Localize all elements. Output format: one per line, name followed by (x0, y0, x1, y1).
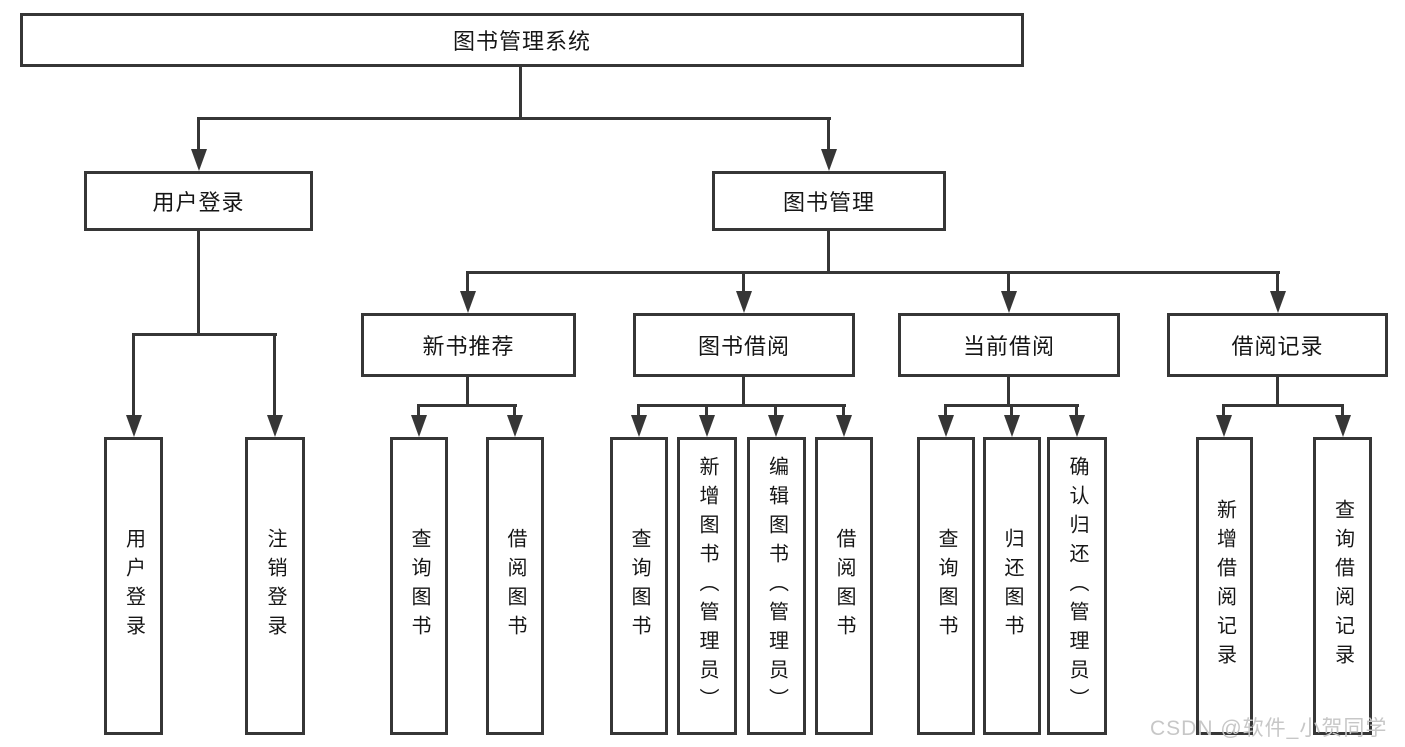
connector-line (1276, 271, 1279, 293)
leaf-borrow-books: 借阅图书 (815, 437, 873, 735)
connector-line (827, 231, 830, 273)
leaf-confirm-return-admin: 确认归还（管理员） (1047, 437, 1107, 735)
connector-line (637, 404, 640, 416)
node-label: 借阅图书 (833, 528, 855, 644)
node-label: 图书借阅 (697, 334, 790, 359)
node-label: 借阅图书 (504, 528, 526, 644)
node-label: 归还图书 (1001, 528, 1023, 644)
connector-line (637, 404, 846, 407)
node-group-borrow-records: 借阅记录 (1167, 313, 1388, 377)
arrow-down-icon (1069, 415, 1085, 437)
connector-line (273, 333, 276, 415)
connector-line (466, 377, 469, 406)
node-label: 确认归还（管理员） (1066, 455, 1088, 717)
node-label: 查询借阅记录 (1331, 499, 1354, 673)
connector-line (1010, 404, 1013, 416)
arrow-down-icon (736, 291, 752, 313)
connector-line (1007, 377, 1010, 406)
arrow-down-icon (768, 415, 784, 437)
connector-line (467, 271, 1280, 274)
connector-line (1007, 271, 1010, 293)
connector-line (827, 117, 830, 149)
connector-line (742, 271, 745, 293)
arrow-down-icon (631, 415, 647, 437)
connector-line (1223, 404, 1344, 407)
leaf-user-login: 用户登录 (104, 437, 163, 735)
node-label: 用户登录 (152, 190, 245, 215)
leaf-query-borrow-record: 查询借阅记录 (1313, 437, 1372, 735)
node-label: 新增图书（管理员） (696, 455, 718, 717)
connector-line (1276, 377, 1279, 406)
node-label: 编辑图书（管理员） (765, 455, 788, 717)
leaf-query-books: 查询图书 (390, 437, 448, 735)
node-label: 注销登录 (264, 528, 286, 644)
node-library-system: 图书管理系统 (20, 13, 1024, 67)
node-label: 查询图书 (408, 528, 430, 644)
connector-line (1341, 404, 1344, 416)
connector-line (705, 404, 708, 416)
connector-line (466, 271, 469, 293)
arrow-down-icon (836, 415, 852, 437)
arrow-down-icon (191, 149, 207, 171)
node-label: 图书管理系统 (452, 29, 591, 54)
connector-line (197, 117, 831, 120)
node-branch-user-login: 用户登录 (84, 171, 313, 231)
arrow-down-icon (1216, 415, 1232, 437)
connector-line (1075, 404, 1078, 416)
leaf-logout: 注销登录 (245, 437, 305, 735)
arrow-down-icon (1270, 291, 1286, 313)
arrow-down-icon (267, 415, 283, 437)
arrow-down-icon (1001, 291, 1017, 313)
node-label: 借阅记录 (1231, 334, 1324, 359)
connector-line (774, 404, 777, 416)
arrow-down-icon (460, 291, 476, 313)
connector-line (519, 67, 522, 118)
arrow-down-icon (126, 415, 142, 437)
leaf-query-books: 查询图书 (917, 437, 975, 735)
arrow-down-icon (938, 415, 954, 437)
arrow-down-icon (411, 415, 427, 437)
connector-line (742, 377, 745, 406)
node-label: 查询图书 (935, 528, 957, 644)
leaf-add-book-admin: 新增图书（管理员） (677, 437, 737, 735)
leaf-return-books: 归还图书 (983, 437, 1041, 735)
csdn-watermark: CSDN @软件_小贺同学 (1150, 717, 1388, 740)
leaf-edit-book-admin: 编辑图书（管理员） (747, 437, 806, 735)
leaf-borrow-books: 借阅图书 (486, 437, 544, 735)
connector-line (132, 333, 135, 415)
leaf-query-books: 查询图书 (610, 437, 668, 735)
node-label: 用户登录 (122, 528, 145, 644)
arrow-down-icon (821, 149, 837, 171)
arrow-down-icon (1004, 415, 1020, 437)
node-group-new-book-recommend: 新书推荐 (361, 313, 576, 377)
node-group-current-borrow: 当前借阅 (898, 313, 1120, 377)
node-branch-book-management: 图书管理 (712, 171, 946, 231)
connector-line (417, 404, 517, 407)
node-label: 新书推荐 (422, 334, 515, 359)
connector-line (944, 404, 947, 416)
node-label: 图书管理 (782, 190, 875, 215)
node-label: 当前借阅 (962, 334, 1055, 359)
node-label: 新增借阅记录 (1213, 499, 1236, 673)
connector-line (513, 404, 516, 416)
connector-line (842, 404, 845, 416)
arrow-down-icon (507, 415, 523, 437)
arrow-down-icon (699, 415, 715, 437)
leaf-add-borrow-record: 新增借阅记录 (1196, 437, 1253, 735)
connector-line (197, 231, 200, 335)
connector-line (132, 333, 277, 336)
node-group-book-borrow: 图书借阅 (633, 313, 855, 377)
connector-line (197, 117, 200, 149)
arrow-down-icon (1335, 415, 1351, 437)
connector-line (1222, 404, 1225, 416)
connector-line (417, 404, 420, 416)
node-label: 查询图书 (628, 528, 650, 644)
